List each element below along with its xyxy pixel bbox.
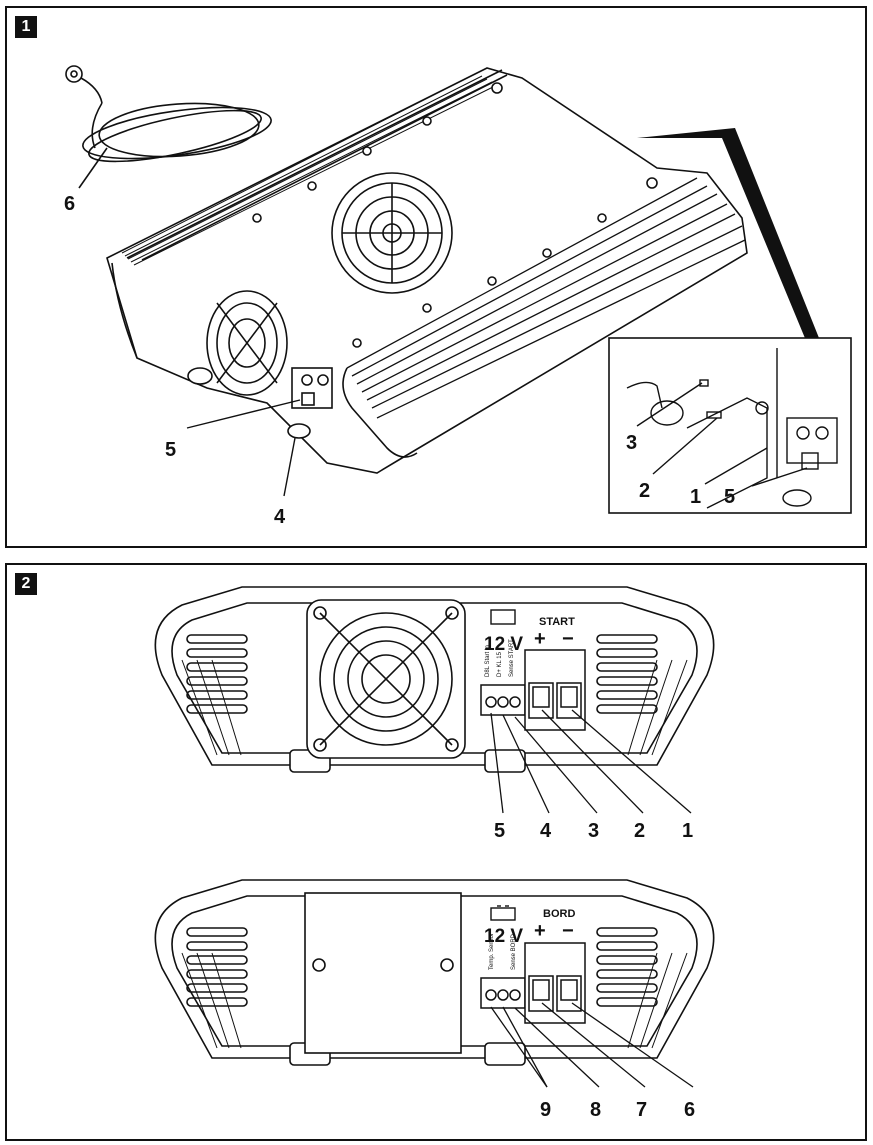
bord-leader-lines <box>490 1002 694 1088</box>
callout-3-inset: 3 <box>626 432 637 454</box>
bord-plus-sign: + <box>534 920 546 942</box>
charger-body-illustration <box>106 67 748 474</box>
callout-2: 2 <box>634 820 645 842</box>
callout-7: 7 <box>636 1099 647 1121</box>
start-leader-lines <box>490 709 692 814</box>
bord-pin-labels: Temp. Sensor Sense BORD <box>489 933 517 970</box>
pin-label: D8L Start In <box>485 645 491 677</box>
fan-illustration <box>306 599 466 759</box>
callout-5: 5 <box>494 820 505 842</box>
bord-side-housing <box>154 879 715 1066</box>
figure-badge: 1 <box>15 16 37 38</box>
bord-battery-icon <box>490 905 516 921</box>
start-voltage-label: 12 V <box>484 634 523 655</box>
start-pin-labels: D8L Start In D+ KL 15 Sense START <box>485 639 515 677</box>
pin-label: Sense BORD <box>511 933 517 970</box>
pin-label: Sense START <box>509 639 515 677</box>
bord-terminal-label: BORD <box>543 908 575 920</box>
detail-inset <box>608 337 852 514</box>
callout-6: 6 <box>64 193 75 215</box>
callout-4: 4 <box>540 820 552 842</box>
callout-5: 5 <box>165 439 176 461</box>
zoom-indicator <box>637 128 819 343</box>
ground-cable-illustration <box>65 65 272 189</box>
callout-1: 1 <box>682 820 693 842</box>
start-terminal-label: START <box>539 616 575 628</box>
figure-1-panel: 1 <box>5 6 867 548</box>
bord-voltage-label: 12 V <box>484 926 523 947</box>
pin-label: D+ KL 15 <box>497 651 503 677</box>
callout-2-inset: 2 <box>639 480 650 502</box>
bord-minus-sign: − <box>562 920 574 942</box>
callout-6: 6 <box>684 1099 695 1121</box>
start-minus-sign: − <box>562 628 574 650</box>
front-views-illustration: 12 V START + − D8L Start In D+ KL 15 Sen… <box>154 586 715 1121</box>
callout-1-inset: 1 <box>690 486 701 508</box>
callout-9: 9 <box>540 1099 551 1121</box>
start-terminal-block <box>480 649 586 731</box>
callout-5-inset: 5 <box>724 486 735 508</box>
figure-badge: 2 <box>15 573 37 595</box>
callout-4: 4 <box>274 506 286 528</box>
callout-8: 8 <box>590 1099 601 1121</box>
start-plus-sign: + <box>534 628 546 650</box>
start-indicator-led <box>490 609 516 625</box>
bord-terminal-block <box>480 942 586 1024</box>
figure-2-panel: 2 <box>5 563 867 1141</box>
callout-3: 3 <box>588 820 599 842</box>
pin-label: Temp. Sensor <box>489 933 495 970</box>
device-perspective-illustration: 6 5 4 3 2 1 5 <box>64 65 852 528</box>
